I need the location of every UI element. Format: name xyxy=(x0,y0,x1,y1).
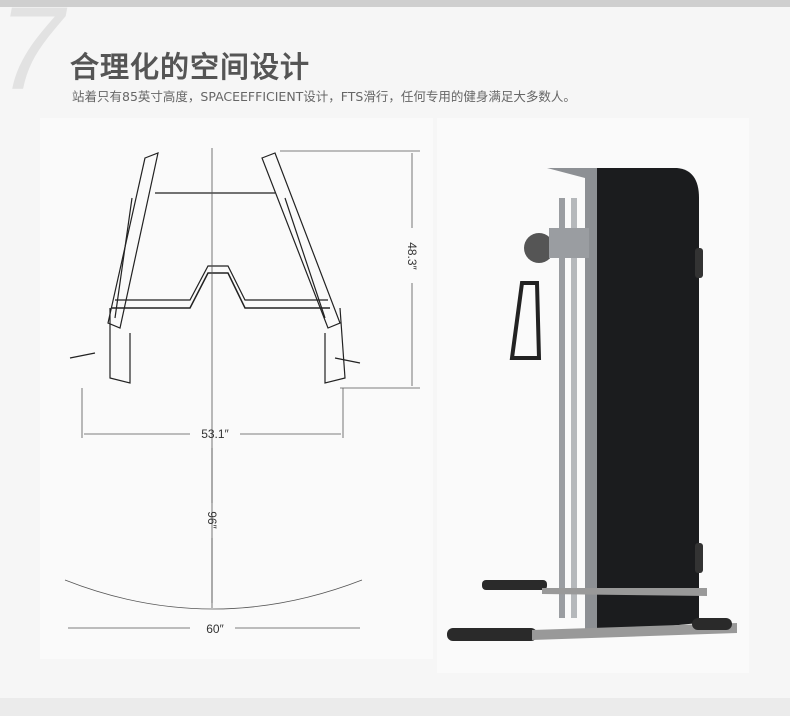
product-photo-panel xyxy=(437,118,749,673)
depth-dimension-label: 96″ xyxy=(205,511,219,529)
height-dimension-label: 48.3″ xyxy=(405,242,419,270)
machine-top-view xyxy=(69,152,361,384)
bottom-bar xyxy=(0,698,790,716)
arc-width-dimension-label: 60″ xyxy=(206,622,224,636)
page-subtitle: 站着只有85英寸高度，SPACEEFFICIENT设计，FTS滑行，任何专用的健… xyxy=(72,89,576,104)
top-bar xyxy=(0,0,790,7)
functional-trainer-image xyxy=(447,168,737,641)
page-title: 合理化的空间设计 xyxy=(70,50,311,84)
dimension-diagram-panel: 53.1″ 60″ 96″ 48.3″ xyxy=(40,118,433,659)
dimension-diagram: 53.1″ 60″ 96″ 48.3″ xyxy=(64,148,420,636)
dimension-lines xyxy=(64,148,420,629)
section-number: 7 xyxy=(0,0,64,115)
width-dimension-label: 53.1″ xyxy=(201,427,229,441)
